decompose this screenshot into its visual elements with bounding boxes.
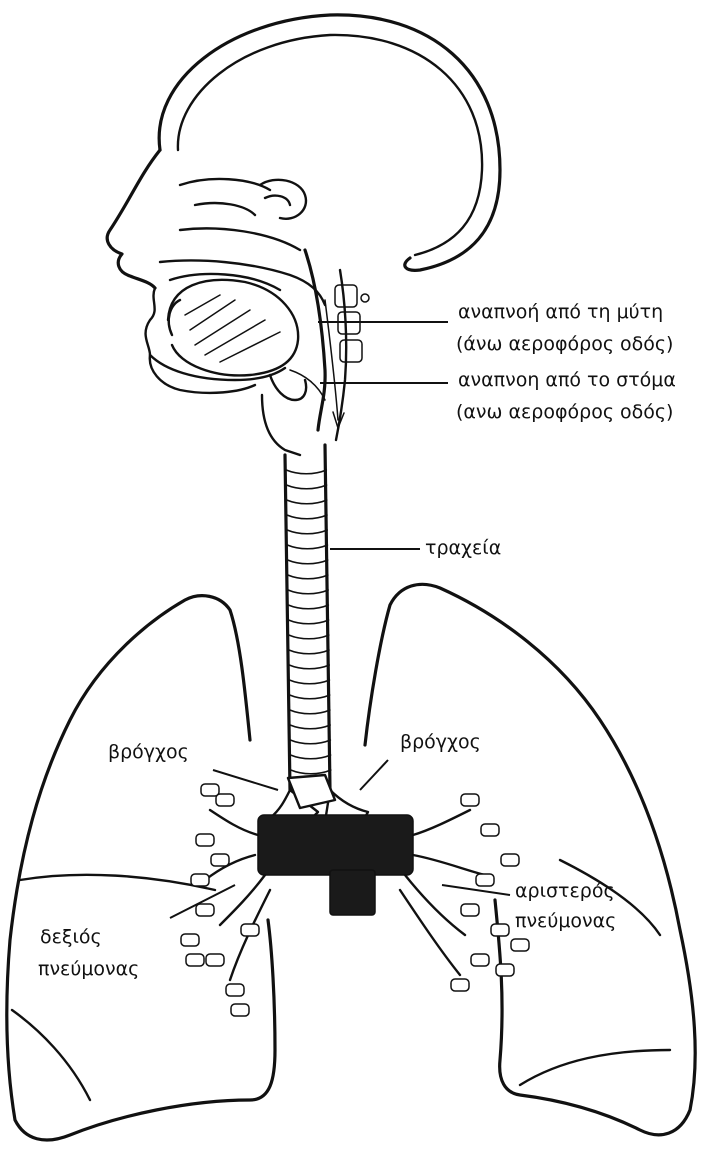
label-mouth-airway: (ανω αεροφόρος οδός): [456, 403, 673, 422]
trachea-ring: [287, 545, 327, 549]
bronchiole: [201, 784, 219, 796]
label-left-lung-line1: αριστερός: [515, 882, 615, 901]
bronchiole: [476, 874, 494, 886]
bronchiole: [191, 874, 209, 886]
trachea-ring: [287, 515, 327, 519]
trachea-ring: [289, 635, 329, 639]
trachea-ring: [291, 755, 331, 759]
label-right-lung-line2: πνεύμονας: [38, 960, 139, 979]
trachea-ring: [289, 650, 329, 654]
bronchiole: [471, 954, 489, 966]
label-nose-airway: (άνω αεροφόρος οδός): [456, 335, 673, 354]
bronchiole: [196, 834, 214, 846]
trachea-ring: [290, 695, 330, 699]
bronchiole: [461, 904, 479, 916]
trachea-ring: [290, 740, 330, 744]
trachea-ring: [286, 470, 326, 474]
trachea-ring: [288, 560, 328, 564]
trachea-ring: [291, 770, 331, 774]
trachea-ring: [288, 590, 328, 594]
bronchiole: [186, 954, 204, 966]
trachea-ring: [288, 575, 328, 579]
left-lung: [365, 584, 695, 1134]
bronchiole: [501, 854, 519, 866]
bronchiole: [231, 1004, 249, 1016]
label-bronchus-left: βρόγχος: [400, 733, 481, 752]
trachea-ring: [290, 710, 330, 714]
trachea: [285, 445, 331, 790]
trachea-ring: [286, 485, 326, 489]
label-nose-breathing: αναπνοή από τη μύτη: [458, 303, 663, 322]
bronchiole: [461, 794, 479, 806]
trachea-ring: [289, 680, 329, 684]
bronchiole: [211, 854, 229, 866]
bronchiole: [496, 964, 514, 976]
bronchiole: [181, 934, 199, 946]
label-trachea: τραχεία: [425, 539, 501, 558]
trachea-ring: [288, 605, 328, 609]
right-lung: [7, 596, 275, 1140]
trachea-ring: [290, 725, 330, 729]
bronchiole: [451, 979, 469, 991]
label-bronchus-right: βρόγχος: [108, 743, 189, 762]
bronchiole: [511, 939, 529, 951]
label-mouth-breathing: αναπνοη από το στόμα: [458, 371, 676, 390]
bronchiole: [226, 984, 244, 996]
head: [107, 15, 500, 455]
bronchiole: [491, 924, 509, 936]
trachea-ring: [287, 500, 327, 504]
label-left-lung-line2: πνεύμονας: [515, 912, 616, 931]
label-right-lung-line1: δεξιός: [40, 928, 102, 947]
bronchial-tree: [205, 775, 485, 980]
trachea-ring: [287, 530, 327, 534]
bronchiole: [196, 904, 214, 916]
bronchiole: [206, 954, 224, 966]
trachea-ring: [288, 620, 328, 624]
trachea-ring: [289, 665, 329, 669]
bronchiole: [481, 824, 499, 836]
bronchiole: [241, 924, 259, 936]
bronchiole: [216, 794, 234, 806]
